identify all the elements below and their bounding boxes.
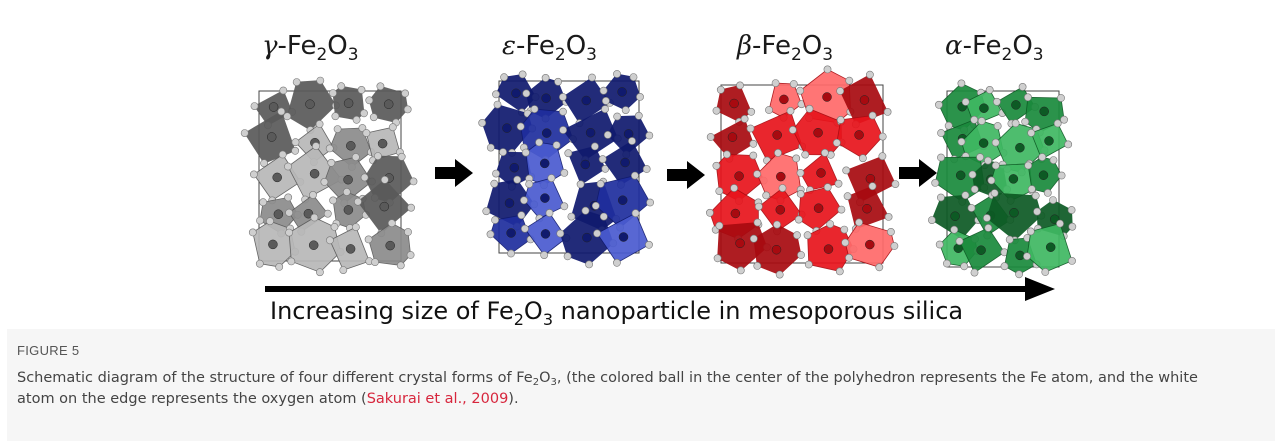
crystal-structures-graphic [240,65,1077,301]
epsilon-label: ε-Fe2O3 [502,31,597,65]
beta-structure [706,65,900,279]
alpha-structure [928,79,1077,279]
transition-arrow [899,159,937,187]
size-axis-label: Increasing size of Fe2O3 nanoparticle in… [270,297,964,329]
size-axis-arrow [265,277,1055,301]
transition-arrow [435,159,473,187]
gamma-label: γ-Fe2O3 [262,31,359,65]
caption-text: Schematic diagram of the structure of fo… [17,370,1198,407]
transition-arrow [667,161,705,189]
figure-caption: FIGURE 5 Schematic diagram of the struct… [7,329,1275,441]
beta-label: β-Fe2O3 [737,31,834,65]
gamma-structure [240,76,418,277]
epsilon-structure [478,70,654,269]
figure-card: γ-Fe2O3 ε-Fe2O3 β-Fe2O3 α-Fe2O3 Increasi… [7,11,1275,441]
alpha-label: α-Fe2O3 [945,31,1044,65]
citation-link[interactable]: Sakurai et al., 2009 [366,391,509,407]
figure-image: γ-Fe2O3 ε-Fe2O3 β-Fe2O3 α-Fe2O3 Increasi… [7,11,1275,329]
figure-number: FIGURE 5 [17,343,80,358]
